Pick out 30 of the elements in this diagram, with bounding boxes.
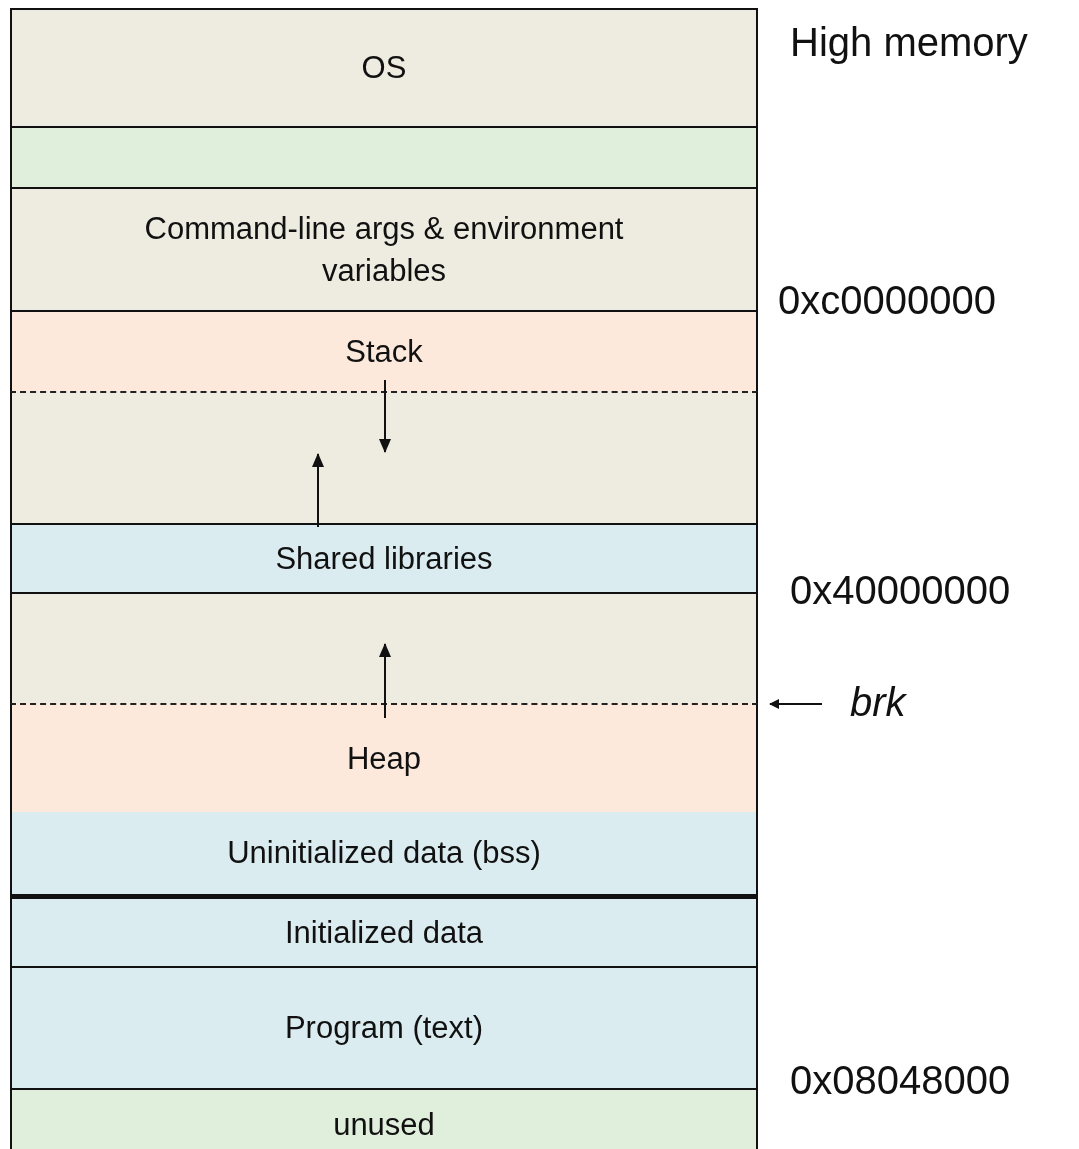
memory-segment xyxy=(10,8,758,126)
segment-label: Uninitialized data (bss) xyxy=(227,834,541,873)
segment-label: Shared libraries xyxy=(275,539,493,578)
memory-segment xyxy=(10,523,758,592)
growth-arrow xyxy=(312,453,324,528)
heap-segment xyxy=(10,703,758,812)
segment-label: Heap xyxy=(346,739,422,778)
growth-arrow xyxy=(379,379,391,453)
segment-label: Command-line args & environment variables xyxy=(143,209,625,290)
free-memory-region xyxy=(10,592,758,703)
segment-label: Stack xyxy=(345,332,423,371)
memory-segment xyxy=(10,187,758,310)
memory-segment xyxy=(10,812,758,897)
segment-label: unused xyxy=(333,1106,435,1145)
growth-arrow xyxy=(379,643,391,719)
free-memory-region xyxy=(10,391,758,523)
leader-arrow xyxy=(769,699,823,709)
stack-segment xyxy=(10,310,758,391)
memory-segment xyxy=(10,897,758,966)
address-label: 0xc0000000 xyxy=(778,278,996,323)
address-label: 0x08048000 xyxy=(790,1058,1011,1103)
region-label: High memory xyxy=(790,20,1028,65)
pointer-label: brk xyxy=(850,680,906,725)
memory-segment xyxy=(10,1088,758,1149)
memory-segment xyxy=(10,126,758,187)
address-label: 0x40000000 xyxy=(790,568,1011,613)
segment-label: Program (text) xyxy=(284,1009,484,1048)
memory-segment xyxy=(10,966,758,1088)
segment-label: Initialized data xyxy=(284,913,484,952)
segment-label: OS xyxy=(361,49,407,88)
